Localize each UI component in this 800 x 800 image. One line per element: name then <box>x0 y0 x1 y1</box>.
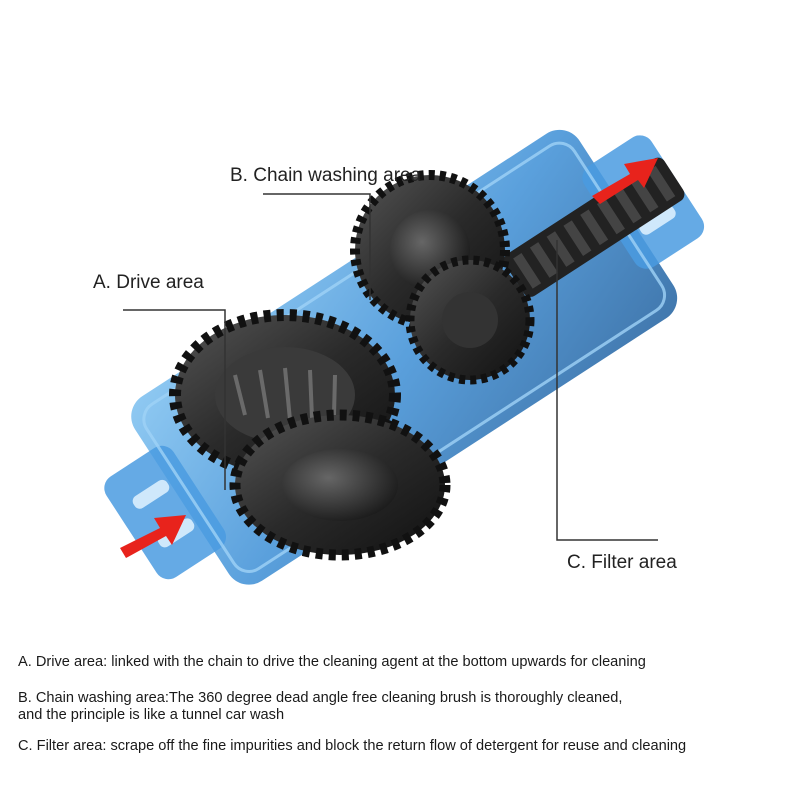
leader-line-c <box>556 240 658 541</box>
leader-line-b <box>263 193 371 300</box>
callout-filter-area: C. Filter area <box>567 552 677 573</box>
leader-line-a <box>123 309 226 490</box>
description-line: and the principle is like a tunnel car w… <box>18 707 285 723</box>
description-chain-washing-area: B. Chain washing area:The 360 degree dea… <box>18 690 788 724</box>
callout-chain-washing-area: B. Chain washing area <box>230 165 422 186</box>
description-drive-area: A. Drive area: linked with the chain to … <box>18 654 646 670</box>
left-slot <box>132 479 170 509</box>
leader-lines <box>123 193 658 541</box>
drive-gear-lower <box>229 409 451 561</box>
flow-arrow-in-icon <box>120 515 186 558</box>
washing-gear <box>350 170 535 385</box>
callout-drive-area: A. Drive area <box>93 272 204 293</box>
housing-left-tab <box>104 445 227 580</box>
chain-cleaner-illustration <box>104 129 705 585</box>
flow-arrow-out-icon <box>592 158 658 204</box>
right-slot <box>639 205 676 235</box>
description-filter-area: C. Filter area: scrape off the fine impu… <box>18 738 687 754</box>
description-line: B. Chain washing area:The 360 degree dea… <box>18 690 623 706</box>
filter-comb <box>503 157 685 297</box>
